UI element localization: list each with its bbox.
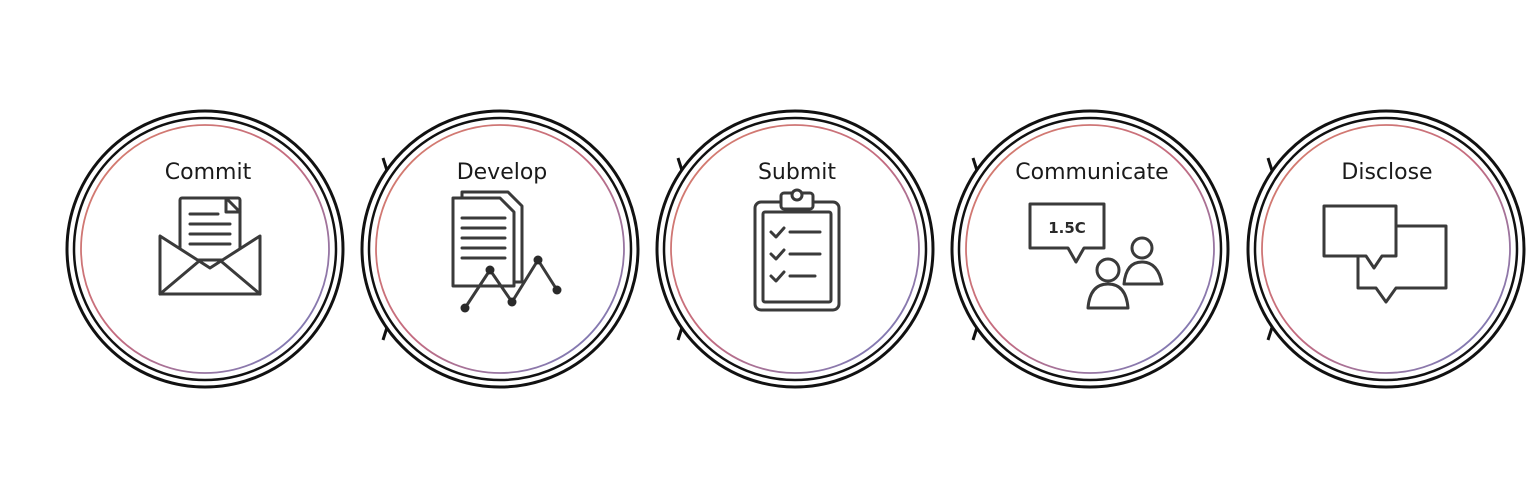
step-color-ring <box>965 124 1215 374</box>
step-label: Communicate <box>1015 160 1168 185</box>
step-inner-ring <box>957 116 1223 382</box>
icon-text: 1.5C <box>1048 219 1086 237</box>
documents-line-graph-icon <box>451 190 562 313</box>
step-inner-ring <box>367 116 633 382</box>
step-color-ring <box>1261 124 1511 374</box>
open-envelope-icon <box>158 196 262 296</box>
step-color-ring <box>375 124 625 374</box>
step-label: Submit <box>758 160 836 185</box>
step-label: Disclose <box>1341 160 1432 185</box>
step-disclose: Disclose <box>1246 109 1526 389</box>
step-inner-ring <box>662 116 928 382</box>
clipboard-checklist-icon <box>753 188 841 312</box>
speech-bubble-people-icon: 1.5C <box>1028 202 1164 310</box>
step-color-ring <box>670 124 920 374</box>
step-commit: Commit <box>65 109 345 389</box>
chat-bubbles-icon <box>1322 204 1448 304</box>
step-label: Develop <box>457 160 548 185</box>
step-submit: Submit <box>655 109 935 389</box>
step-inner-ring <box>1253 116 1519 382</box>
step-label: Commit <box>165 160 252 185</box>
step-communicate: Communicate 1.5C <box>950 109 1230 389</box>
step-inner-ring <box>72 116 338 382</box>
step-develop: Develop <box>360 109 640 389</box>
step-color-ring <box>80 124 330 374</box>
